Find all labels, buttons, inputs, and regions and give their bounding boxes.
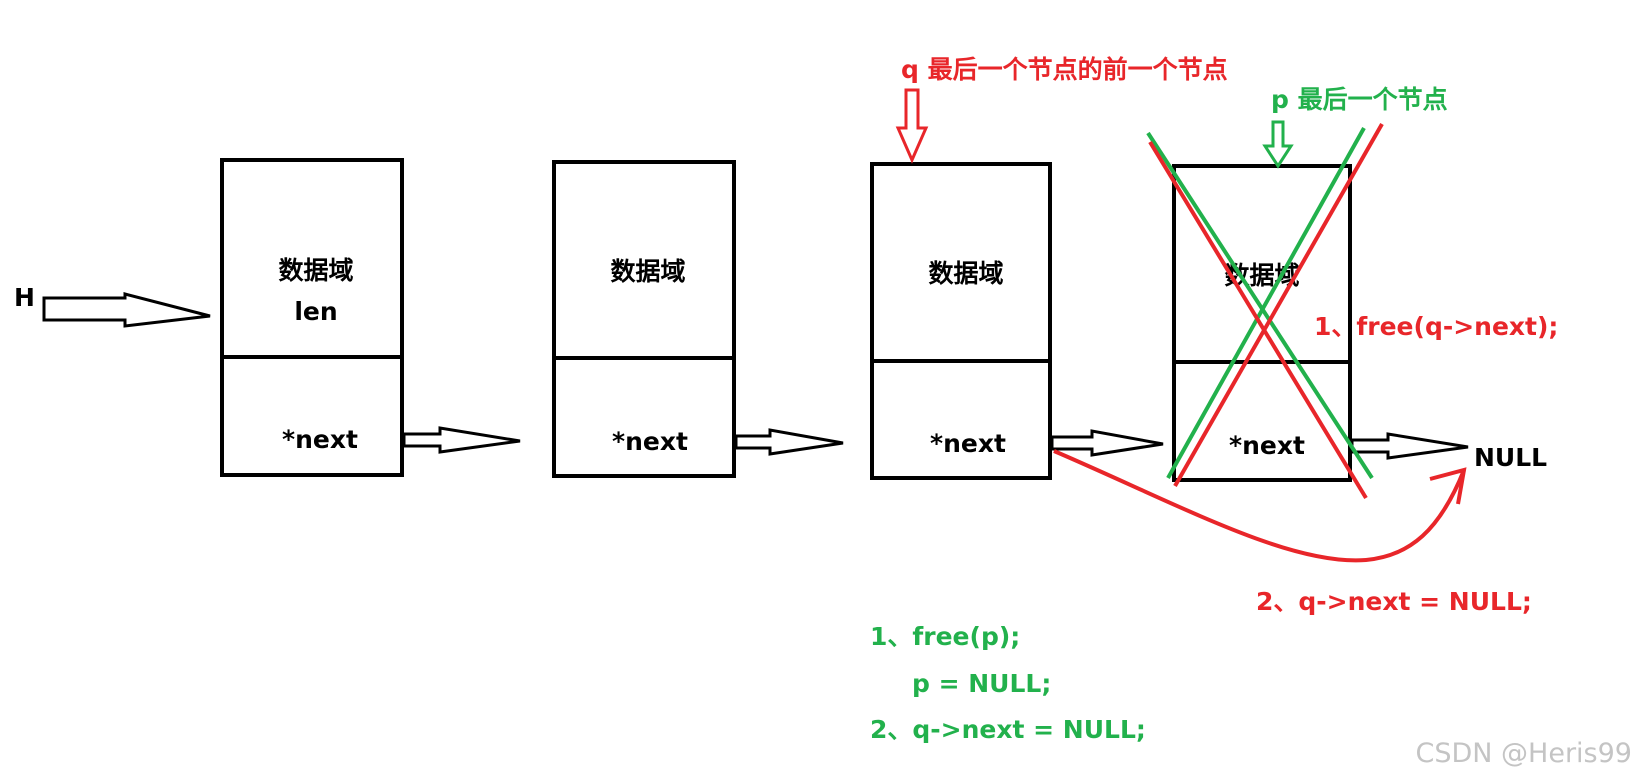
green-step-2: 2、q->next = NULL; bbox=[870, 715, 1146, 744]
q-pointer-label: q 最后一个节点的前一个节点 bbox=[901, 55, 1228, 84]
watermark: CSDN @Heris99 bbox=[1415, 738, 1632, 769]
head-arrow bbox=[42, 292, 211, 328]
node-1: 数据域 len *next bbox=[220, 158, 404, 477]
node-3: 数据域 *next bbox=[870, 162, 1052, 480]
next-arrow-2 bbox=[734, 428, 844, 456]
node-1-len-label: len bbox=[294, 297, 337, 326]
green-cross-line-1 bbox=[1146, 131, 1374, 480]
next-arrow-3 bbox=[1050, 429, 1164, 457]
red-cross-line-2 bbox=[1173, 123, 1384, 487]
node-4-next-label: *next bbox=[1229, 431, 1305, 460]
p-down-arrow bbox=[1262, 120, 1294, 169]
green-cross-line-2 bbox=[1166, 127, 1366, 479]
p-pointer-label: p 最后一个节点 bbox=[1271, 85, 1448, 114]
node-2: 数据域 *next bbox=[552, 160, 736, 478]
bypass-arrowhead bbox=[1429, 467, 1467, 505]
head-label: H bbox=[14, 283, 35, 312]
node-2-next-label: *next bbox=[612, 427, 688, 456]
null-label: NULL bbox=[1474, 443, 1547, 472]
next-arrow-1 bbox=[402, 426, 521, 454]
bypass-curve bbox=[1053, 449, 1466, 563]
node-3-data-label: 数据域 bbox=[928, 259, 1003, 288]
red-step-1: 1、free(q->next); bbox=[1314, 312, 1558, 341]
q-down-arrow bbox=[895, 88, 929, 164]
green-step-1b: p = NULL; bbox=[912, 669, 1051, 698]
red-step-2: 2、q->next = NULL; bbox=[1256, 587, 1532, 616]
node-1-data-label: 数据域 bbox=[278, 256, 353, 285]
node-1-next-label: *next bbox=[282, 425, 358, 454]
green-step-1: 1、free(p); bbox=[870, 622, 1020, 651]
node-3-next-label: *next bbox=[930, 429, 1006, 458]
node-2-data-label: 数据域 bbox=[610, 257, 685, 286]
next-arrow-4 bbox=[1350, 432, 1469, 460]
red-cross-line-1 bbox=[1148, 140, 1368, 500]
